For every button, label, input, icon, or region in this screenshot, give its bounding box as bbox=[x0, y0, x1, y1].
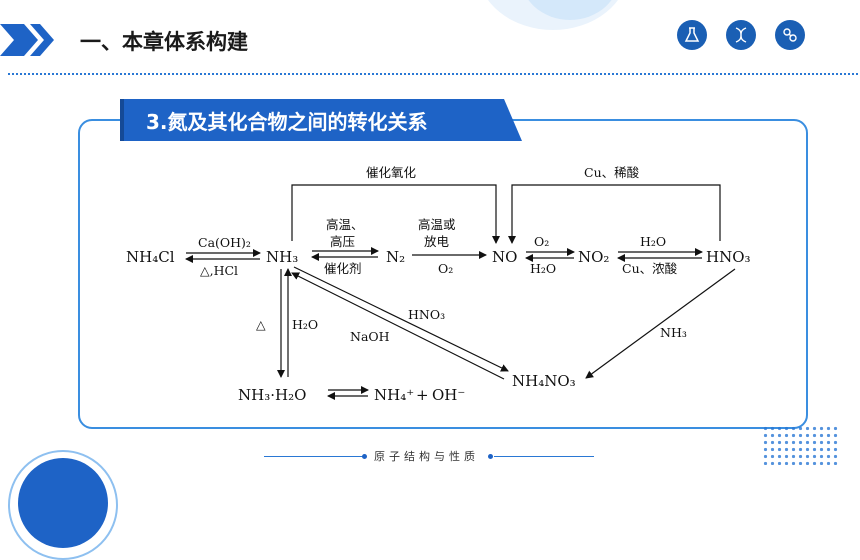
condition-gaowen-2: 高温或 bbox=[418, 217, 456, 232]
condition-naoh: NaOH bbox=[350, 329, 390, 344]
condition-caoh2: Ca(OH)₂ bbox=[198, 235, 251, 250]
species-nh3: NH₃ bbox=[266, 248, 298, 266]
condition-gaoya: 高压 bbox=[330, 234, 355, 249]
condition-cuihuaji: 催化剂 bbox=[324, 261, 362, 276]
species-n2: N₂ bbox=[386, 248, 405, 266]
footer-line-left bbox=[264, 456, 364, 457]
decor-circle-bottom-left-ring bbox=[8, 450, 118, 560]
condition-h2o-nh3: H₂O bbox=[292, 317, 318, 332]
molecule-icon bbox=[783, 28, 797, 42]
condition-gaowen-1: 高温、 bbox=[326, 217, 364, 232]
condition-o2-no: O₂ bbox=[534, 234, 549, 249]
molecule-button[interactable] bbox=[775, 20, 805, 50]
species-nh3h2o: NH₃·H₂O bbox=[238, 386, 306, 404]
dna-icon bbox=[735, 27, 747, 43]
flask-icon bbox=[684, 27, 700, 42]
decor-dot-grid bbox=[762, 425, 838, 465]
footer-text: 原子结构与性质 bbox=[374, 450, 479, 463]
section-title: 3.氮及其化合物之间的转化关系 bbox=[124, 99, 522, 141]
footer-line-right bbox=[494, 456, 594, 457]
species-nh4cl: NH₄Cl bbox=[126, 248, 175, 266]
page-title: 一、本章体系构建 bbox=[80, 30, 248, 54]
condition-hno3-nh4no3: HNO₃ bbox=[408, 307, 445, 322]
species-oh: OH⁻ bbox=[432, 386, 465, 404]
species-no2: NO₂ bbox=[578, 248, 609, 266]
footer-dot-right bbox=[488, 454, 493, 459]
header: 一、本章体系构建 bbox=[0, 18, 860, 62]
header-divider bbox=[8, 73, 858, 75]
condition-cu-xisuan: Cu、稀酸 bbox=[584, 165, 640, 180]
condition-cuihua-yanghua: 催化氧化 bbox=[366, 165, 417, 180]
condition-heat-hcl: △,HCl bbox=[200, 263, 238, 278]
footer-dot-left bbox=[362, 454, 367, 459]
condition-cu-nongsuan: Cu、浓酸 bbox=[622, 261, 678, 276]
footer: 原子结构与性质 bbox=[0, 446, 860, 466]
condition-h2o-hno3: H₂O bbox=[640, 234, 666, 249]
section-tab-shade bbox=[120, 99, 126, 141]
nitrogen-conversion-diagram: NH₄Cl NH₃ N₂ NO NO₂ HNO₃ NH₃·H₂O NH₄⁺ + … bbox=[126, 165, 751, 404]
condition-nh3-hno3: NH₃ bbox=[660, 325, 687, 340]
condition-o2-n2: O₂ bbox=[438, 261, 453, 276]
species-nh4no3: NH₄NO₃ bbox=[512, 372, 576, 390]
chevron-right-icon bbox=[0, 24, 54, 56]
dna-button[interactable] bbox=[726, 20, 756, 50]
species-nh4: NH₄⁺ bbox=[374, 386, 414, 404]
condition-heat: △ bbox=[256, 317, 266, 332]
species-no: NO bbox=[492, 248, 517, 266]
condition-h2o-no2: H₂O bbox=[530, 261, 556, 276]
condition-fangdian: 放电 bbox=[424, 234, 450, 249]
species-hno3: HNO₃ bbox=[706, 248, 751, 266]
plus-sign: + bbox=[416, 386, 429, 404]
flask-button[interactable] bbox=[677, 20, 707, 50]
content-panel bbox=[78, 119, 808, 429]
